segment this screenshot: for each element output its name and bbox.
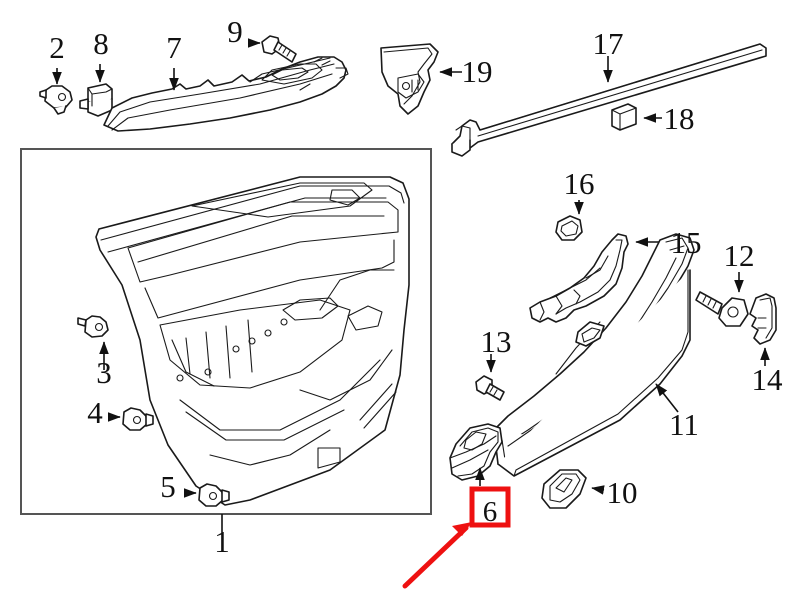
callout-label-14: 14 xyxy=(752,362,784,397)
callout-label-10: 10 xyxy=(607,475,638,510)
part-group-18-weatherstrip-end-block xyxy=(611,103,662,131)
part-group-13-armrest-screw-small xyxy=(475,354,505,401)
highlight-arrow-shaft xyxy=(402,525,469,589)
callout-label-16: 16 xyxy=(564,166,595,201)
part-group-8-trim-bracket-clip xyxy=(79,64,113,117)
callout-label-4: 4 xyxy=(87,395,103,430)
part-group-2-retainer-clip xyxy=(39,68,73,115)
callout-label-3: 3 xyxy=(96,355,112,390)
part-group-17-window-belt-weatherstrip xyxy=(451,43,767,157)
panel-group-box xyxy=(20,148,432,515)
part-group-6-armrest-end-cap xyxy=(449,423,503,486)
part-group-11-armrest-pull-handle xyxy=(491,233,695,477)
callout-label-6: 6 xyxy=(483,496,498,528)
part-group-12-armrest-screw xyxy=(695,272,749,327)
callout-label-2: 2 xyxy=(49,30,65,65)
part-group-19-mirror-sail-trim-cover xyxy=(380,43,462,115)
part-3-panel-clip xyxy=(77,315,109,338)
part-group-10-switch-bezel-cover xyxy=(541,469,605,509)
callout-label-17: 17 xyxy=(593,26,624,61)
highlight-box-part-6 xyxy=(469,486,511,528)
part-group-15-armrest-support-bracket xyxy=(529,233,668,323)
part-5-panel-clip xyxy=(198,483,230,507)
callout-label-15: 15 xyxy=(671,225,702,260)
callout-label-8: 8 xyxy=(93,26,109,61)
part-4-panel-clip xyxy=(122,407,154,431)
part-group-7-upper-trim-molding xyxy=(103,56,349,132)
highlight-group: 6 xyxy=(402,486,511,589)
callout-label-1: 1 xyxy=(214,524,230,559)
callout-label-5: 5 xyxy=(160,469,176,504)
callout-label-7: 7 xyxy=(166,30,182,65)
callout-label-9: 9 xyxy=(227,14,243,49)
callout-label-18: 18 xyxy=(664,101,695,136)
callout-label-19: 19 xyxy=(462,54,493,89)
leader-10 xyxy=(591,485,605,495)
part-group-9-trim-screw xyxy=(248,35,297,63)
leader-11 xyxy=(655,383,679,413)
callout-label-11: 11 xyxy=(669,407,699,442)
callout-labels: 1 2 3 4 5 7 8 9 10 11 12 13 14 15 16 17 … xyxy=(49,14,783,559)
part-group-14-hook-clip xyxy=(749,293,777,366)
highlight-arrow-head xyxy=(452,522,472,536)
part-group-1-door-trim-panel xyxy=(20,148,432,533)
callout-label-12: 12 xyxy=(724,238,755,273)
part-group-16-grommet-plug xyxy=(555,200,584,241)
callout-label-13: 13 xyxy=(481,324,512,359)
